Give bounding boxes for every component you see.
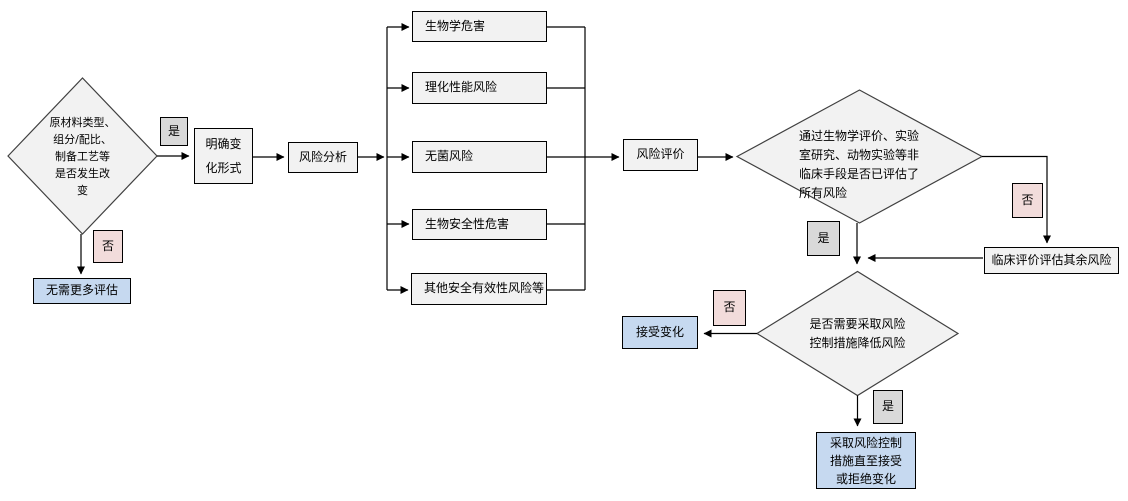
label-yes-nonclinical: 是 xyxy=(807,221,840,256)
decision-risk-control-needed: 是否需要采取风险 控制措施降低风险 xyxy=(809,317,906,350)
box-biological-hazard: 生物学危害 xyxy=(412,11,547,42)
box-no-more-evaluation: 无需更多评估 xyxy=(33,278,131,304)
decision-nonclinical-evaluated: 通过生物学评价、实验 室研究、动物实验等非 临床手段是否已评估了 所有风险 xyxy=(799,129,920,200)
box-other-safety-risk: 其他安全有效性风险等 xyxy=(411,273,547,305)
box-risk-analysis: 风险分析 xyxy=(288,142,358,173)
box-risk-evaluation: 风险评价 xyxy=(623,139,698,171)
label-no-nonclinical: 否 xyxy=(1012,183,1043,218)
box-physicochemical-risk: 理化性能风险 xyxy=(412,72,547,104)
decision-change-occurred: 原材料类型、 组分/配比、 制备工艺等 是否发生改 变 xyxy=(49,115,116,197)
label-yes-change: 是 xyxy=(160,117,188,146)
box-clinical-evaluation: 临床评价评估其余风险 xyxy=(984,247,1119,274)
decision-diamond-control xyxy=(755,270,960,397)
label-no-change: 否 xyxy=(93,230,123,263)
box-sterility-risk: 无菌风险 xyxy=(412,141,547,173)
connector-lines xyxy=(77,23,1051,427)
label-no-control: 否 xyxy=(713,290,746,326)
box-biosafety-hazard: 生物安全性危害 xyxy=(412,209,547,240)
box-accept-change: 接受变化 xyxy=(622,316,698,349)
box-take-risk-control: 采取风险控制 措施直至接受 或拒绝变化 xyxy=(816,432,916,489)
box-clarify-change-form: 明确变 化形式 xyxy=(194,128,253,184)
label-yes-control: 是 xyxy=(873,390,903,424)
